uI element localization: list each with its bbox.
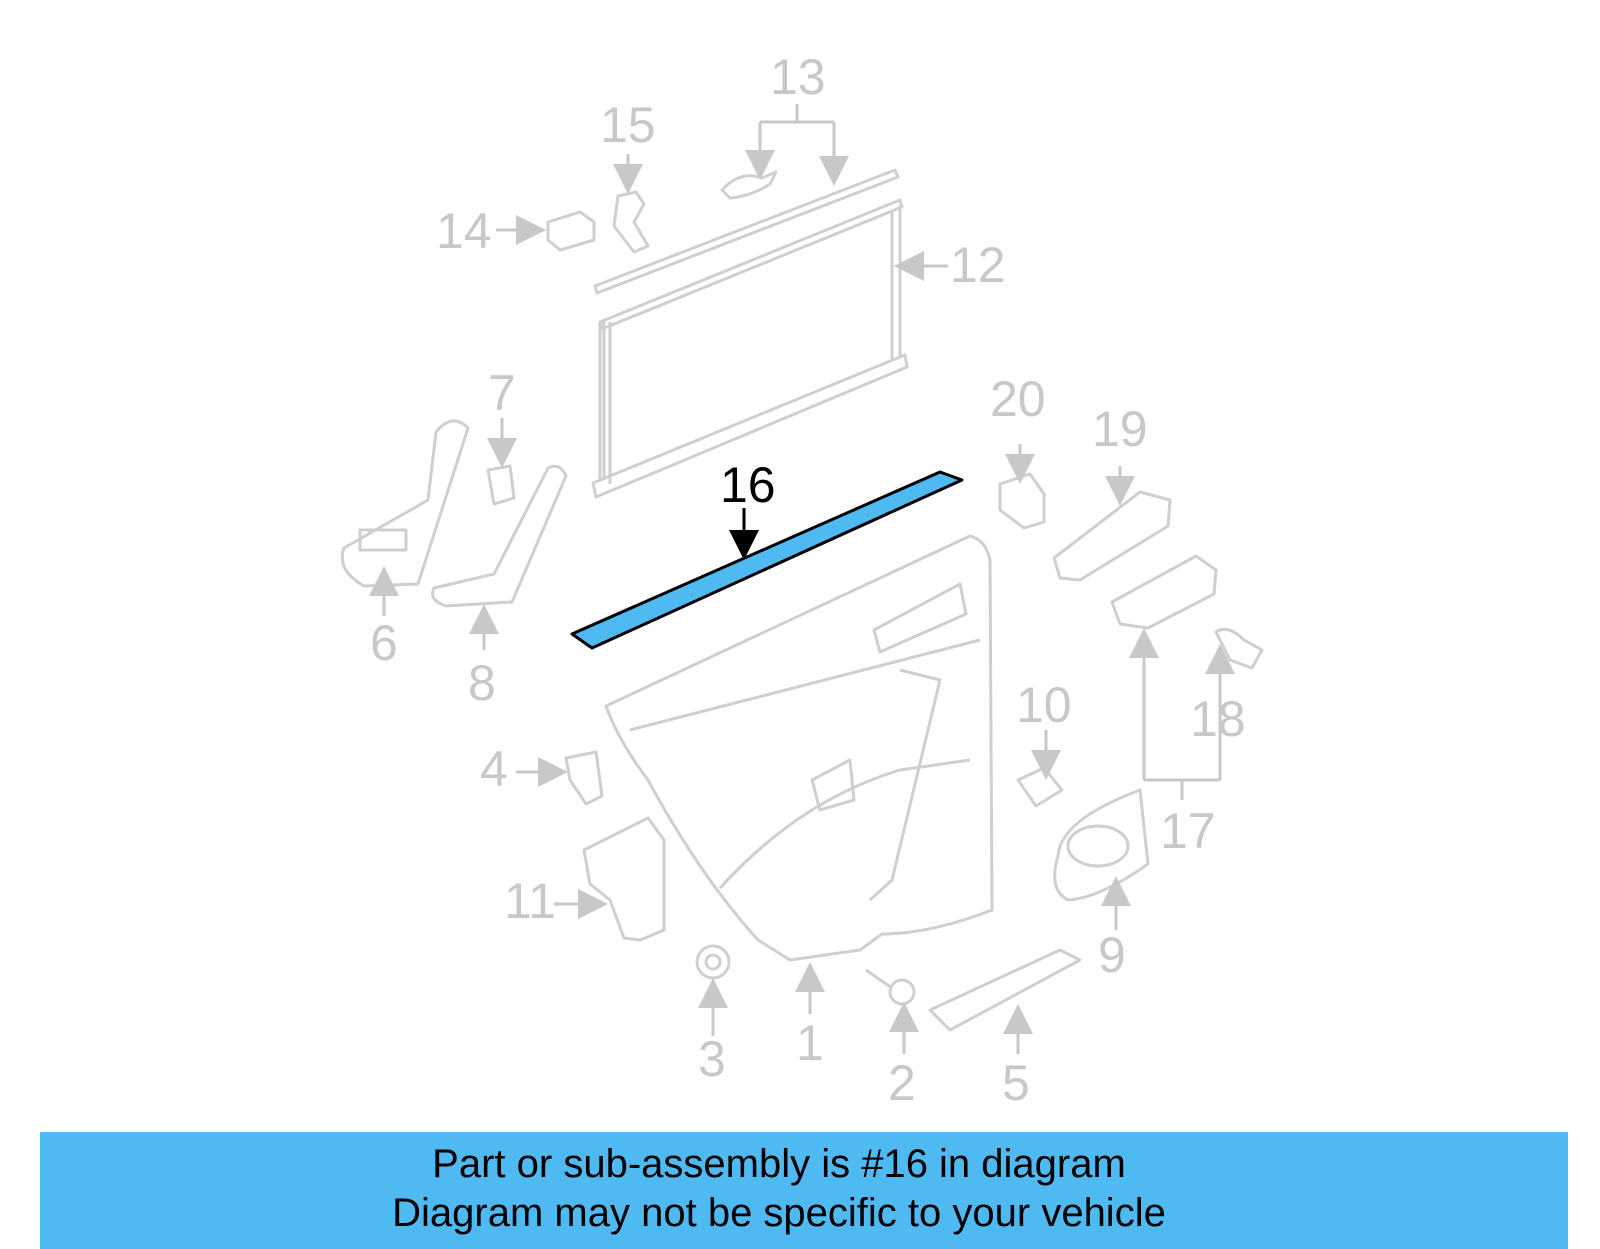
clip-part-18 bbox=[1214, 627, 1264, 670]
callout-7: 7 bbox=[488, 365, 516, 421]
bracket-part-15 bbox=[612, 190, 650, 254]
bracket-part-11 bbox=[582, 816, 666, 942]
switch-part-17 bbox=[1110, 554, 1218, 630]
callout-2: 2 bbox=[888, 1055, 916, 1111]
clip-part-7 bbox=[486, 464, 516, 506]
pad-part-5 bbox=[928, 948, 1082, 1032]
clip-part-10 bbox=[1016, 766, 1064, 808]
banner-line-2: Diagram may not be specific to your vehi… bbox=[392, 1191, 1166, 1235]
callout-12: 12 bbox=[950, 237, 1006, 293]
banner-line-1: Part or sub-assembly is #16 in diagram bbox=[432, 1142, 1126, 1186]
callout-8: 8 bbox=[468, 655, 496, 711]
callout-labels: 13 15 14 12 7 20 19 6 8 10 18 4 17 11 9 … bbox=[370, 49, 1246, 1111]
callout-10: 10 bbox=[1016, 677, 1072, 733]
callout-5: 5 bbox=[1002, 1055, 1030, 1111]
callout-13: 13 bbox=[770, 49, 826, 105]
screw-part-2 bbox=[865, 968, 916, 1006]
callout-1: 1 bbox=[796, 1015, 824, 1071]
clip-part-20 bbox=[998, 472, 1046, 530]
callout-17: 17 bbox=[1160, 803, 1216, 859]
callout-14: 14 bbox=[436, 203, 492, 259]
info-banner: Part or sub-assembly is #16 in diagram D… bbox=[40, 1132, 1568, 1249]
callout-6: 6 bbox=[370, 615, 398, 671]
handle-part-6 bbox=[340, 419, 470, 588]
callout-19: 19 bbox=[1092, 401, 1148, 457]
clip-part-3 bbox=[695, 944, 731, 980]
weatherstrip-part-16 bbox=[570, 470, 964, 650]
grille-part-9 bbox=[1053, 788, 1150, 902]
callout-3: 3 bbox=[698, 1031, 726, 1087]
block-part-14 bbox=[546, 210, 596, 252]
clip-part-4 bbox=[564, 750, 604, 806]
callout-16-highlighted: 16 bbox=[720, 457, 776, 513]
trim-part-8 bbox=[431, 464, 568, 608]
clip-part-13 bbox=[720, 170, 778, 200]
callout-11: 11 bbox=[504, 873, 556, 929]
sunshade-part bbox=[591, 168, 909, 499]
door-panel-part-1 bbox=[604, 534, 994, 962]
leader-lines bbox=[369, 104, 1235, 1054]
callout-20: 20 bbox=[990, 371, 1046, 427]
callout-9: 9 bbox=[1098, 927, 1126, 983]
callout-4: 4 bbox=[480, 741, 508, 797]
switch-part-19 bbox=[1052, 490, 1172, 582]
callout-18: 18 bbox=[1190, 691, 1246, 747]
callout-15: 15 bbox=[600, 97, 656, 153]
